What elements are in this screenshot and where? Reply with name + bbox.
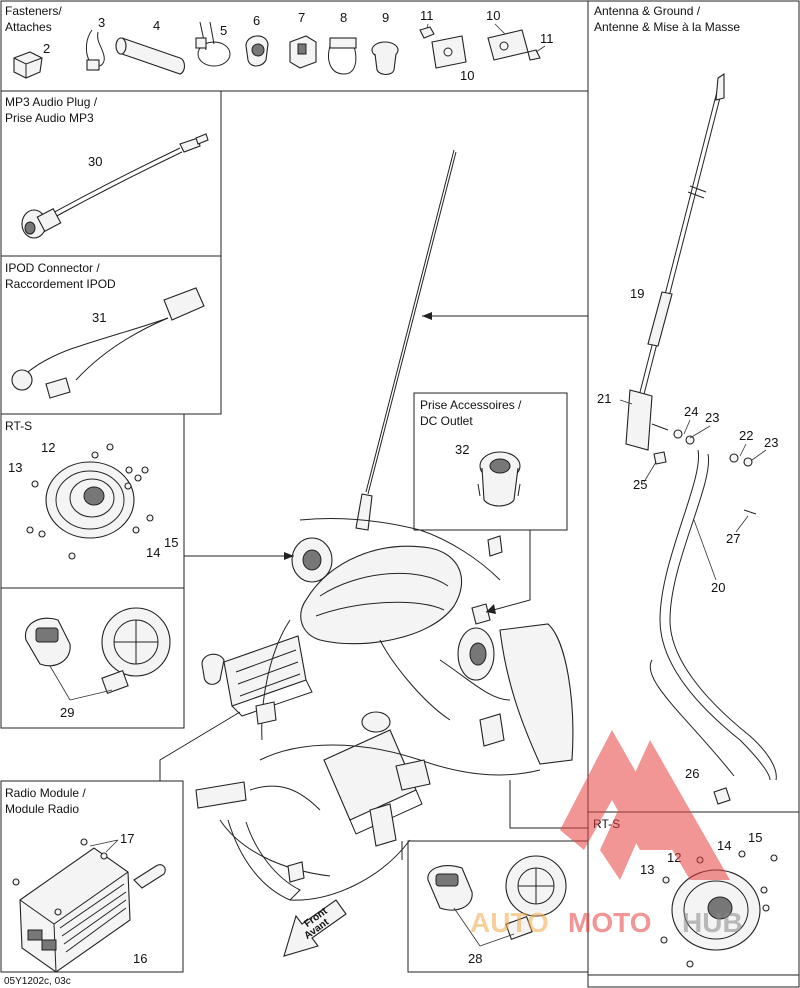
label-11a: 11: [420, 8, 434, 23]
antenna-washers: [653, 429, 753, 467]
label-21: 21: [597, 391, 611, 406]
drawing-code: 05Y1202c, 03c: [4, 976, 71, 987]
label-16: 16: [133, 951, 147, 966]
label-2: 2: [43, 41, 50, 56]
watermark-logo: AUTO MOTO HUB: [470, 730, 743, 938]
radio-module-title: Radio Module /Module Radio: [5, 786, 86, 816]
label-15-left: 15: [164, 535, 178, 550]
label-14-right: 14: [717, 838, 731, 853]
watermark-auto: AUTO: [470, 907, 549, 938]
nut-11a: [419, 26, 435, 39]
clip-7: [289, 35, 317, 69]
label-4: 4: [153, 18, 160, 33]
label-17: 17: [120, 831, 134, 846]
rts-left-title: RT-S: [5, 419, 32, 433]
dc-outlet-title: Prise Accessoires /DC Outlet: [420, 398, 522, 428]
mp3-plug-30: [21, 133, 209, 239]
label-3: 3: [98, 15, 105, 30]
label-15-right: 15: [748, 830, 762, 845]
leader-lines: [159, 312, 588, 860]
label-10a: 10: [460, 68, 474, 83]
watermark-moto: MOTO: [568, 907, 651, 938]
rts-left-screws: [26, 443, 154, 560]
label-25: 25: [633, 477, 647, 492]
dc-outlet-32: [477, 451, 521, 507]
bracket-10a: [431, 35, 467, 69]
bracket-10b: [487, 29, 529, 61]
label-24: 24: [684, 404, 698, 419]
label-7: 7: [298, 10, 305, 25]
front-arrow: Front Avant: [283, 899, 347, 957]
label-30: 30: [88, 154, 102, 169]
label-12-left: 12: [41, 440, 55, 455]
center-harness: [195, 517, 574, 901]
cable-tie-3: [85, 29, 105, 71]
ipod-connector-31: [11, 287, 205, 399]
label-31: 31: [92, 310, 106, 325]
label-22: 22: [739, 428, 753, 443]
label-20: 20: [711, 580, 725, 595]
label-23b: 23: [764, 435, 778, 450]
label-32: 32: [455, 442, 469, 457]
label-10b: 10: [486, 8, 500, 23]
antenna-mast-19: [637, 72, 725, 403]
label-27: 27: [726, 531, 740, 546]
speaker-brackets-29: [24, 607, 171, 701]
label-6: 6: [253, 13, 260, 28]
ground-strap-20: [649, 449, 777, 805]
label-8: 8: [340, 10, 347, 25]
clamp-5: [195, 21, 231, 67]
label-28: 28: [468, 951, 482, 966]
label-26: 26: [685, 766, 699, 781]
label-9: 9: [382, 10, 389, 25]
clip-6: [245, 35, 269, 67]
rts-left-speaker: [45, 461, 135, 539]
radio-module-16: [12, 838, 166, 973]
label-13-right: 13: [640, 862, 654, 877]
antenna-title: Antenna & Ground /Antenne & Mise à la Ma…: [594, 4, 740, 34]
label-11b: 11: [540, 31, 554, 46]
label-23a: 23: [705, 410, 719, 425]
center-antenna: [355, 149, 457, 531]
clamp-8: [328, 37, 357, 75]
label-19: 19: [630, 286, 644, 301]
label-5: 5: [220, 23, 227, 38]
nut-11b: [527, 49, 541, 61]
ipod-title: IPOD Connector /Raccordement IPOD: [5, 261, 116, 291]
mp3-title: MP3 Audio Plug /Prise Audio MP3: [5, 95, 98, 125]
speaker-brackets-28: [427, 855, 567, 947]
fastener-2: [13, 51, 43, 79]
label-29: 29: [60, 705, 74, 720]
label-13-left: 13: [8, 460, 22, 475]
fasteners-title: Fasteners/Attaches: [5, 4, 62, 34]
label-14-left: 14: [146, 545, 160, 560]
watermark-hub: HUB: [682, 907, 743, 938]
antenna-bracket-21: [625, 389, 669, 451]
sleeve-4: [115, 37, 186, 75]
grommet-9: [371, 41, 399, 76]
